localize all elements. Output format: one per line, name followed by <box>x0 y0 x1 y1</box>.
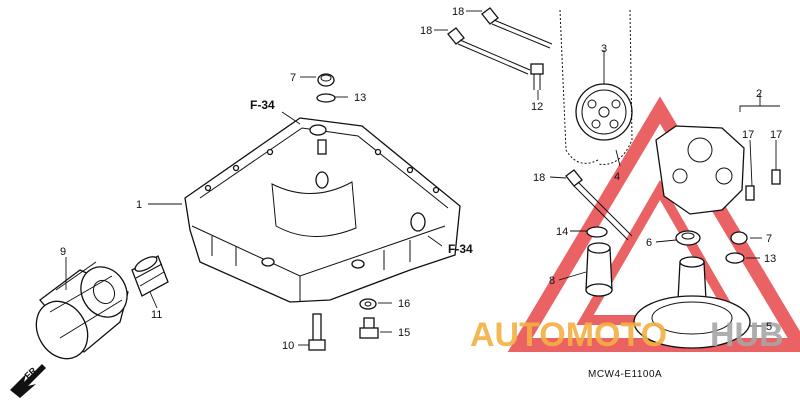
callout-8: 8 <box>549 275 555 287</box>
front-direction-label: FR. <box>23 364 40 381</box>
filter-boss <box>131 255 169 297</box>
callout-15: 15 <box>398 327 410 339</box>
collar-top <box>317 73 335 87</box>
oil-filter <box>35 261 129 360</box>
o-ring-top <box>316 93 336 103</box>
drawing-code: MCW4-E1100A <box>588 369 662 380</box>
watermark-text: AUTOMOTO HUB <box>470 316 784 354</box>
flange-bolt <box>359 317 379 339</box>
callout-2: 2 <box>756 88 762 100</box>
drive-sprocket <box>575 83 633 141</box>
drive-chain <box>559 9 633 165</box>
callout-18-lower: 18 <box>533 172 545 184</box>
callout-numbers: 1 2 3 4 5 6 7 7 8 9 10 11 12 13 13 14 15… <box>60 6 782 352</box>
callout-3: 3 <box>601 43 607 55</box>
strainer-pipe <box>585 242 613 297</box>
oil-pump <box>655 125 745 215</box>
drain-bolt <box>308 313 326 351</box>
leader-lines <box>65 10 780 346</box>
watermark-brand-suffix: HUB <box>710 316 784 354</box>
callout-9: 9 <box>60 246 66 258</box>
callout-7-right: 7 <box>766 233 772 245</box>
reference-f34-top: F-34 <box>250 98 275 112</box>
callout-13-top: 13 <box>354 92 366 104</box>
front-direction-arrow: FR. <box>10 364 46 398</box>
callout-18-top: 18 <box>452 6 464 18</box>
callout-17-right: 17 <box>770 129 782 141</box>
oil-strainer <box>633 256 751 349</box>
long-bolt-1 <box>481 7 553 49</box>
callout-7-top: 7 <box>290 72 296 84</box>
o-ring-14 <box>586 226 608 238</box>
callout-1: 1 <box>136 199 142 211</box>
callout-6: 6 <box>646 237 652 249</box>
oil-pan <box>184 117 461 303</box>
callout-17-left: 17 <box>742 129 754 141</box>
long-bolt-3 <box>565 169 633 241</box>
callout-5: 5 <box>766 321 772 333</box>
long-bolt-2 <box>447 27 531 75</box>
callout-13-right: 13 <box>764 253 776 265</box>
collar-small <box>730 231 748 245</box>
callout-18-middle: 18 <box>420 25 432 37</box>
bolt-12 <box>530 63 544 90</box>
callout-14: 14 <box>556 226 568 238</box>
callout-11: 11 <box>151 309 162 321</box>
reference-f34-right: F-34 <box>448 242 473 256</box>
callout-10: 10 <box>282 340 294 352</box>
sealing-washer <box>359 298 377 310</box>
collar-pump <box>675 230 701 246</box>
o-ring-pump <box>725 252 745 264</box>
callout-12: 12 <box>531 101 543 113</box>
callout-4: 4 <box>614 171 620 183</box>
callout-16: 16 <box>398 298 410 310</box>
watermark-brand-main: AUTOMOTO <box>470 316 667 354</box>
